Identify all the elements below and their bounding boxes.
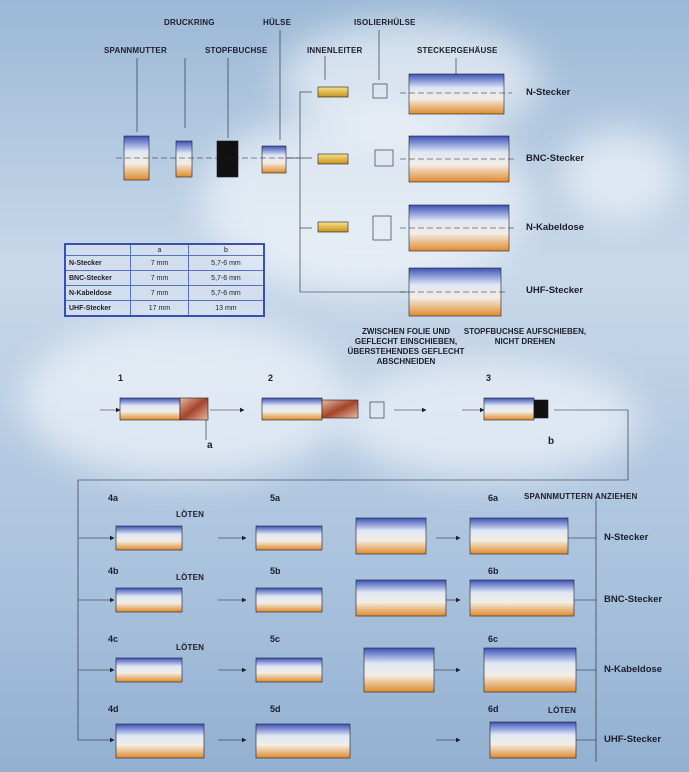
- step-4d: 4d: [108, 704, 119, 714]
- connector-label-n-stecker: N-Stecker: [526, 87, 571, 98]
- huelse-label: HÜLSE: [263, 18, 292, 27]
- connector-label-n-kabeldose: N-Kabeldose: [526, 222, 585, 233]
- step-6c: 6c: [488, 634, 499, 644]
- connector-label-uhf-stecker: UHF-Stecker: [526, 285, 584, 296]
- step-3: 3: [486, 373, 492, 383]
- innenleiter-label: INNENLEITER: [307, 46, 363, 55]
- step-5c: 5c: [270, 634, 281, 644]
- druckring-label: DRUCKRING: [164, 18, 215, 27]
- step-4a: 4a: [108, 493, 119, 503]
- result-label-bnc-stecker: BNC-Stecker: [604, 594, 663, 605]
- step-6a: 6a: [488, 493, 499, 503]
- dimension-a: a: [207, 440, 213, 451]
- result-label-uhf-stecker: UHF-Stecker: [604, 734, 662, 745]
- note-stopfbuchse: STOPFBUCHSE AUFSCHIEBEN, NICHT DREHEN: [463, 327, 587, 346]
- stopfbuchse-label: STOPFBUCHSE: [205, 46, 268, 55]
- n-stecker-housing: [408, 73, 505, 115]
- result-label-n-kabeldose: N-Kabeldose: [604, 664, 663, 675]
- step-1: 1: [118, 373, 124, 383]
- step-4b: 4b: [108, 566, 119, 576]
- steckergehaeuse-label: STECKERGEHÄUSE: [417, 46, 498, 55]
- table-header-b: b: [187, 243, 265, 256]
- note-spannmuttern: SPANNMUTTERN ANZIEHEN: [524, 492, 638, 501]
- loeten-label: LÖTEN: [176, 573, 205, 582]
- step-5b: 5b: [270, 566, 281, 576]
- step-5a: 5a: [270, 493, 281, 503]
- dimension-b: b: [548, 436, 555, 447]
- druckring-part: [175, 140, 193, 178]
- connector-variants-top: [317, 73, 515, 317]
- loeten-label: LÖTEN: [176, 643, 205, 652]
- preparation-steps: [77, 397, 629, 740]
- stopfbuchse-part: [216, 140, 239, 178]
- step-5d: 5d: [270, 704, 281, 714]
- result-label-n-stecker: N-Stecker: [604, 532, 649, 543]
- assembly-rows: [78, 500, 597, 762]
- step-6d: 6d: [488, 704, 499, 714]
- parts-exploded-view: [116, 30, 457, 293]
- connector-label-bnc-stecker: BNC-Stecker: [526, 153, 585, 164]
- huelse-part: [261, 145, 287, 174]
- step-6b: 6b: [488, 566, 499, 576]
- loeten-label: LÖTEN: [176, 510, 205, 519]
- loeten-label: LÖTEN: [548, 706, 577, 715]
- spannmutter-label: SPANNMUTTER: [104, 46, 167, 55]
- note-zwischen-folie: ZWISCHEN FOLIE UND GEFLECHT EINSCHIEBEN,…: [347, 327, 465, 366]
- isolierhuelse-label: ISOLIERHÜLSE: [354, 18, 416, 27]
- step-2: 2: [268, 373, 274, 383]
- table-header-a: a: [130, 243, 189, 256]
- step-4c: 4c: [108, 634, 119, 644]
